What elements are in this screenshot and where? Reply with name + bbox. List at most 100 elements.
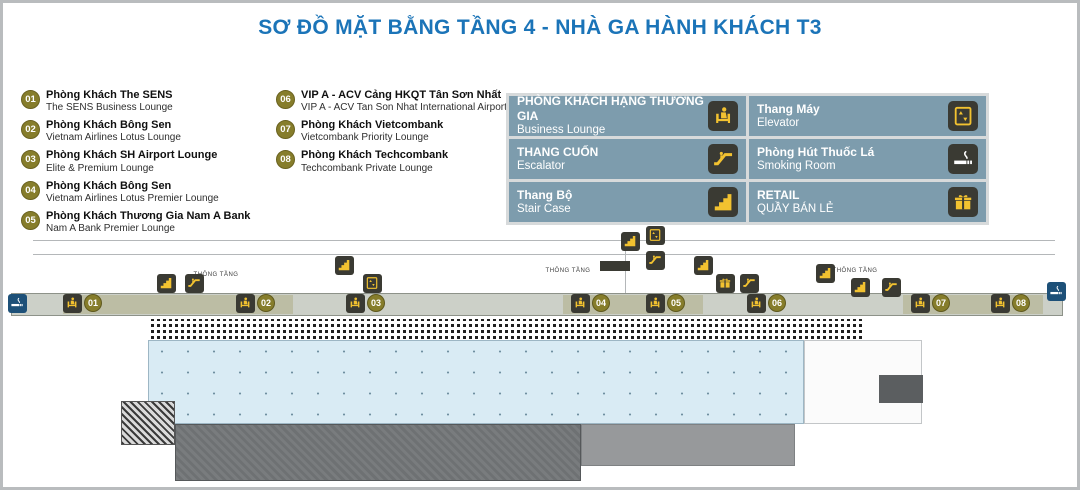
escalator-icon xyxy=(739,273,759,293)
lounge-name-vi: Phòng Khách The SENS xyxy=(46,89,173,101)
lounge-number-badge: 06 xyxy=(276,90,295,109)
symbol-label-vi: Thang Máy xyxy=(757,101,820,116)
symbol-label-vi: Phòng Hút Thuốc Lá xyxy=(757,144,875,159)
symbol-label-vi: RETAIL xyxy=(757,187,800,202)
stairs-icon xyxy=(693,255,713,275)
retail-icon xyxy=(948,187,978,217)
symbol-label-en: Elevator xyxy=(757,116,800,129)
apron-hall-area xyxy=(148,340,804,424)
left-hatched-block xyxy=(121,401,175,445)
lounge-name-vi: VIP A - ACV Cảng HKQT Tân Sơn Nhất xyxy=(301,89,502,101)
lounge-name-vi: Phòng Khách Techcombank xyxy=(301,149,449,162)
lounge-name-vi: Phòng Khách Bông Sen xyxy=(46,119,172,132)
elevator-icon xyxy=(645,225,665,245)
lounge-icon xyxy=(990,293,1010,313)
escalator-icon xyxy=(708,144,738,174)
lounge-number-badge: 08 xyxy=(276,150,295,170)
lounge-name-en: Elite & Premium Lounge xyxy=(46,162,154,174)
lounge-icon xyxy=(910,293,930,313)
plan-marker-03: 03 xyxy=(367,294,385,312)
lounge-number-badge: 02 xyxy=(21,120,40,140)
lounge-icon xyxy=(708,101,738,131)
lounge-name-en: Techcombank Private Lounge xyxy=(301,162,433,174)
lounge-number-badge: 03 xyxy=(21,150,40,170)
lounge-number-badge: 01 xyxy=(21,90,40,109)
lounge-number-badge: 04 xyxy=(21,180,40,200)
stairs-icon xyxy=(850,277,870,297)
symbol-label-vi: Thang Bộ xyxy=(517,187,573,202)
lounge-name-en: Vietnam Airlines Lotus Lounge xyxy=(46,132,181,144)
plan-marker-05: 05 xyxy=(667,294,685,312)
lounge-icon xyxy=(645,293,665,313)
plan-marker-04: 04 xyxy=(592,294,610,312)
lower-hall-dark-area xyxy=(175,424,581,481)
escalator-icon xyxy=(645,250,665,270)
lounge-number-badge: 05 xyxy=(21,210,40,230)
lounge-name-vi: Phòng Khách Thương Gia Nam A Bank xyxy=(46,209,251,222)
stairs-icon xyxy=(815,263,835,283)
stairs-icon xyxy=(708,187,738,217)
lounge-name-en: Vietnam Airlines Lotus Premier Lounge xyxy=(46,192,219,204)
escalator-shaft xyxy=(600,261,630,271)
lounge-name-vi: Phòng Khách SH Airport Lounge xyxy=(46,149,218,162)
service-block xyxy=(879,375,923,403)
symbol-label-vi: THANG CUỐN xyxy=(517,144,599,159)
plan-marker-01: 01 xyxy=(84,294,102,312)
escalator-icon xyxy=(184,273,204,293)
symbol-label-vi: PHÒNG KHÁCH HẠNG THƯƠNG GIA xyxy=(517,94,704,124)
symbol-label-en: Business Lounge xyxy=(517,124,606,137)
lounge-icon xyxy=(235,293,255,313)
stairs-icon xyxy=(156,273,176,293)
lower-hall-gray-area xyxy=(581,424,795,466)
elevator-icon xyxy=(362,273,382,293)
atrium-label: THÔNG TẦNG xyxy=(832,268,878,274)
plan-upper-wall-line xyxy=(33,240,1055,241)
lounge-number-badge: 07 xyxy=(276,120,295,140)
lounge-name-en: Nam A Bank Premier Lounge xyxy=(46,222,175,234)
symbol-label-en: Escalator xyxy=(517,159,565,172)
stairs-icon xyxy=(334,255,354,275)
smoking-icon xyxy=(7,293,27,313)
lounge-icon xyxy=(746,293,766,313)
retail-icon xyxy=(715,273,735,293)
lounge-name-en: Vietcombank Priority Lounge xyxy=(301,132,429,144)
symbol-label-en: Smoking Room xyxy=(757,159,836,172)
escalator-icon xyxy=(881,277,901,297)
stairs-icon xyxy=(620,231,640,251)
lounge-name-en: The SENS Business Lounge xyxy=(46,102,173,114)
plan-lower-wall-line xyxy=(33,254,1055,255)
elevator-icon xyxy=(948,101,978,131)
lounge-icon xyxy=(345,293,365,313)
plan-marker-02: 02 xyxy=(257,294,275,312)
lounge-icon xyxy=(62,293,82,313)
symbol-label-en: Stair Case xyxy=(517,202,571,215)
smoking-icon xyxy=(1046,281,1066,301)
lounge-icon xyxy=(570,293,590,313)
page-title: SƠ ĐỒ MẶT BẰNG TẦNG 4 - NHÀ GA HÀNH KHÁC… xyxy=(258,16,822,39)
atrium-label: THÔNG TẦNG xyxy=(193,272,239,278)
symbol-label-en: QUẦY BÁN LẺ xyxy=(757,202,834,215)
atrium-label: THÔNG TẦNG xyxy=(545,268,591,274)
gate-seating-rows xyxy=(151,319,865,339)
plan-marker-07: 07 xyxy=(932,294,950,312)
plan-marker-08: 08 xyxy=(1012,294,1030,312)
